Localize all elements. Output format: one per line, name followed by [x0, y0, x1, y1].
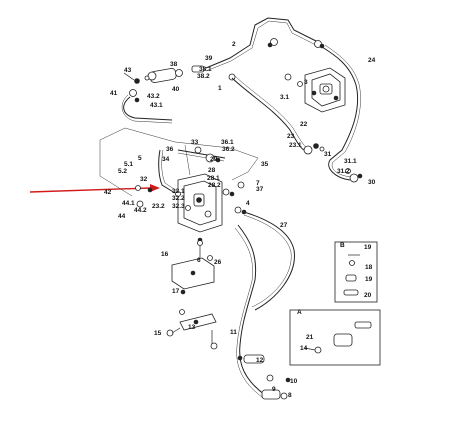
callout-38-2: 38.2 [197, 73, 210, 80]
callout-37: 37 [256, 186, 264, 193]
callout-23: 23 [287, 133, 295, 140]
callout-5-1: 5.1 [124, 161, 133, 168]
callout-17: 17 [172, 288, 180, 295]
inset-letter-a: A [297, 309, 302, 316]
callout-36-1: 36.1 [221, 139, 234, 146]
top-pipe [205, 17, 319, 81]
callout-9: 9 [272, 386, 276, 393]
callout-13: 13 [188, 324, 196, 331]
callout-28-1: 28.1 [207, 175, 220, 182]
callout-14: 14 [300, 345, 308, 352]
red-pointer-arrow [29, 184, 160, 193]
callout-23-1: 23.1 [289, 142, 302, 149]
bracket-14 [166, 309, 218, 350]
callout-11: 11 [230, 329, 237, 336]
callout-34: 34 [162, 156, 170, 163]
inset-box-b [334, 241, 378, 303]
callout-36-2: 36.2 [222, 146, 235, 153]
callout-20: 20 [364, 292, 372, 299]
callout-22: 22 [300, 121, 308, 128]
callout-44-2: 44.2 [134, 207, 147, 214]
callout-32-1: 32.1 [172, 188, 185, 195]
callout-30: 30 [368, 179, 376, 186]
callout-38: 38 [170, 61, 178, 68]
bracket-17 [171, 240, 215, 295]
callout-44: 44 [118, 213, 126, 220]
callout-4: 4 [246, 200, 250, 207]
callout-43: 43 [124, 67, 132, 74]
callout-19: 19 [365, 276, 373, 283]
callout-43-1: 43.1 [150, 102, 163, 109]
callout-24: 24 [368, 57, 376, 64]
callout-26: 26 [214, 259, 222, 266]
fitting-13 [237, 354, 265, 364]
callout-31-1: 31.1 [344, 158, 357, 165]
callout-1: 1 [218, 85, 222, 92]
top-left-fittings [123, 65, 205, 103]
callout-33: 33 [191, 139, 199, 146]
inset-box-a [289, 309, 381, 366]
callout-5-2: 5.2 [118, 168, 127, 175]
callout-8: 8 [288, 392, 292, 399]
callout-28: 28 [208, 167, 216, 174]
callout-29: 29 [210, 156, 218, 163]
callout-18: 18 [365, 264, 373, 271]
callout-10: 10 [290, 378, 298, 385]
callout-35: 35 [261, 161, 269, 168]
callout-3-1: 3.1 [280, 94, 289, 101]
callout-44-1: 44.1 [122, 200, 135, 207]
main-valve [284, 40, 346, 113]
callout-3: 3 [304, 79, 308, 86]
callout-41: 41 [110, 90, 118, 97]
callout-12: 12 [256, 357, 264, 364]
callout-42: 42 [104, 189, 112, 196]
callout-labels: 1233.1455.15.267891011121314151617181919… [104, 41, 376, 399]
callout-40: 40 [172, 86, 180, 93]
callout-43-2: 43.2 [147, 93, 160, 100]
callout-32-2: 32.2 [172, 195, 185, 202]
callout-23-2: 23.2 [152, 203, 165, 210]
callout-39: 39 [205, 55, 213, 62]
fitting-23 [303, 143, 325, 155]
callout-5: 5 [138, 155, 142, 162]
callout-27: 27 [280, 222, 288, 229]
callout-7: 7 [256, 180, 260, 187]
callout-31: 31 [324, 151, 332, 158]
callout-32: 32 [140, 176, 148, 183]
callout-19: 19 [364, 244, 372, 251]
callout-28-2: 28.2 [208, 182, 221, 189]
callout-31-2: 31.2 [337, 168, 350, 175]
callout-2: 2 [232, 41, 236, 48]
callout-36: 36 [166, 146, 174, 153]
fitting-31 [345, 168, 363, 183]
callout-38-1: 38.1 [199, 66, 212, 73]
callout-21: 21 [306, 334, 314, 341]
callout-15: 15 [154, 330, 162, 337]
inset-letter-b: B [340, 242, 345, 249]
callout-6: 6 [197, 257, 201, 264]
callout-32-3: 32.3 [172, 203, 185, 210]
fitting-11-12 [261, 374, 291, 400]
callout-16: 16 [161, 251, 169, 258]
center-valve-block [135, 146, 247, 243]
